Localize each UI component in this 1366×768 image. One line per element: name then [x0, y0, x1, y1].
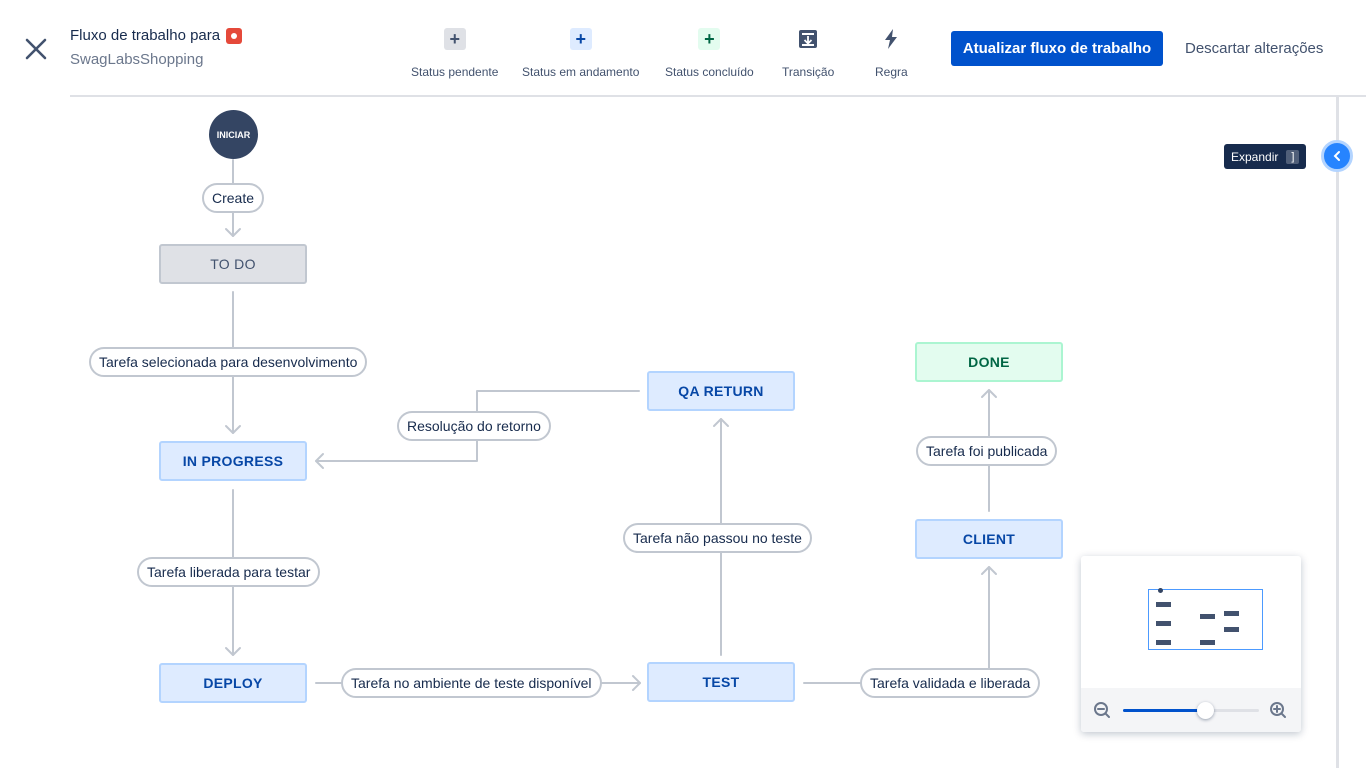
- transition-resolution[interactable]: Resolução do retorno: [397, 411, 551, 441]
- minimap-node: [1224, 627, 1239, 632]
- zoom-slider-thumb[interactable]: [1196, 702, 1214, 719]
- zoom-slider-fill: [1123, 709, 1205, 712]
- zoom-out-icon[interactable]: [1093, 701, 1111, 719]
- status-deploy[interactable]: DEPLOY: [159, 663, 307, 703]
- arrowhead: [225, 228, 241, 237]
- project-name: SwagLabsShopping: [70, 51, 204, 68]
- minimap-node: [1200, 614, 1215, 619]
- transition-selected-for-dev[interactable]: Tarefa selecionada para desenvolvimento: [89, 347, 368, 377]
- discard-changes-button[interactable]: Descartar alterações: [1185, 40, 1324, 57]
- minimap: [1081, 556, 1301, 732]
- plus-icon: +: [569, 28, 592, 50]
- chevron-left-icon: [1333, 151, 1340, 161]
- status-done[interactable]: DONE: [915, 342, 1063, 382]
- tool-label: Transição: [782, 65, 835, 79]
- tool-label: Status em andamento: [522, 65, 640, 79]
- arrowhead: [315, 453, 324, 469]
- minimap-node: [1224, 611, 1239, 616]
- minimap-start: [1158, 588, 1163, 593]
- status-in-progress[interactable]: IN PROGRESS: [159, 441, 307, 481]
- add-transition-button[interactable]: Transição: [782, 28, 834, 79]
- minimap-node: [1156, 602, 1171, 607]
- minimap-node: [1156, 621, 1171, 626]
- status-client[interactable]: CLIENT: [915, 519, 1063, 559]
- tool-label: Status concluído: [665, 65, 754, 79]
- status-qa-return[interactable]: QA RETURN: [647, 371, 795, 411]
- add-pending-status-button[interactable]: + Status pendente: [411, 28, 498, 79]
- transition-released-for-test[interactable]: Tarefa liberada para testar: [137, 557, 321, 587]
- tooltip-text: Expandir: [1231, 149, 1279, 164]
- add-inprogress-status-button[interactable]: + Status em andamento: [522, 28, 639, 79]
- arrowhead: [981, 566, 997, 575]
- tool-label: Status pendente: [411, 65, 499, 79]
- expand-panel-button[interactable]: [1321, 140, 1353, 172]
- edge-test-client: [803, 566, 990, 684]
- transition-published[interactable]: Tarefa foi publicada: [916, 436, 1058, 466]
- tool-label: Regra: [875, 65, 908, 79]
- arrowhead: [225, 425, 241, 434]
- transition-validated[interactable]: Tarefa validada e liberada: [860, 668, 1041, 698]
- panel-divider: [1336, 97, 1339, 768]
- transition-test-environment[interactable]: Tarefa no ambiente de teste disponível: [341, 668, 602, 698]
- arrowhead: [981, 389, 997, 398]
- arrowhead: [632, 675, 641, 691]
- arrowhead: [225, 647, 241, 656]
- shortcut-key: ]: [1286, 149, 1300, 164]
- transition-failed-test[interactable]: Tarefa não passou no teste: [623, 523, 812, 553]
- plus-icon: +: [698, 28, 721, 50]
- transition-icon: [797, 28, 819, 50]
- arrowhead: [713, 418, 729, 427]
- lightning-icon: [880, 28, 902, 50]
- add-done-status-button[interactable]: + Status concluído: [665, 28, 754, 79]
- start-node[interactable]: INICIAR: [209, 110, 258, 159]
- add-rule-button[interactable]: Regra: [875, 28, 908, 79]
- minimap-node: [1156, 640, 1171, 645]
- plus-icon: +: [443, 28, 466, 50]
- status-test[interactable]: TEST: [647, 662, 795, 702]
- close-icon[interactable]: [20, 33, 52, 65]
- project-icon: [226, 27, 243, 44]
- transition-create[interactable]: Create: [202, 183, 265, 213]
- page-title: Fluxo de trabalho para: [70, 27, 243, 44]
- status-todo[interactable]: TO DO: [159, 244, 307, 284]
- zoom-in-icon[interactable]: [1269, 701, 1287, 719]
- header-divider: [70, 95, 1366, 97]
- page-title-text: Fluxo de trabalho para: [70, 27, 221, 44]
- zoom-slider[interactable]: [1123, 702, 1259, 719]
- expand-tooltip: Expandir ]: [1224, 144, 1307, 169]
- update-workflow-button[interactable]: Atualizar fluxo de trabalho: [951, 31, 1163, 66]
- minimap-node: [1200, 640, 1215, 645]
- minimap-viewport[interactable]: [1148, 589, 1263, 650]
